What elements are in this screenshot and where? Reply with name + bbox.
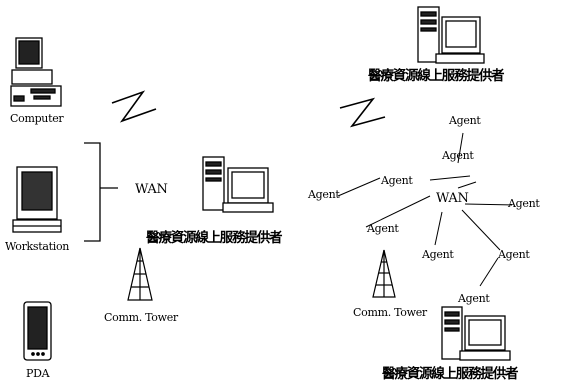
workstation-icon [13, 167, 61, 232]
bracket-connector [84, 143, 118, 241]
comm-tower-label-left: Comm. Tower [104, 311, 178, 324]
agent-label: Agent [367, 222, 399, 235]
comm-tower-icon [373, 250, 395, 297]
agent-label: Agent [381, 174, 413, 187]
server-icon [203, 157, 273, 212]
server-icon [418, 7, 484, 63]
workstation-label: Workstation [5, 240, 69, 253]
pda-icon [24, 302, 51, 360]
wireless-link-icon [112, 92, 156, 121]
agent-label: Agent [308, 188, 340, 201]
agent-label: Agent [449, 114, 481, 127]
provider-label-center: 醫療資源線上服務提供者 [146, 230, 281, 246]
agent-label: Agent [422, 248, 454, 261]
agent-label: Agent [498, 248, 530, 261]
computer-label: Computer [10, 112, 63, 125]
computer-icon [11, 38, 61, 106]
provider-label-top: 醫療資源線上服務提供者 [368, 68, 503, 84]
agent-label: Agent [442, 149, 474, 162]
server-icon [442, 307, 510, 360]
pda-label: PDA [26, 367, 49, 380]
agent-network-links [338, 133, 512, 286]
agent-label: Agent [458, 292, 490, 305]
agent-label: Agent [508, 197, 540, 210]
comm-tower-label-right: Comm. Tower [353, 306, 427, 319]
comm-tower-icon [128, 248, 152, 300]
wan-label-right: WAN [436, 192, 469, 205]
provider-label-bottom: 醫療資源線上服務提供者 [382, 366, 517, 382]
wireless-link-icon [340, 99, 385, 126]
wan-label-left: WAN [135, 183, 168, 196]
